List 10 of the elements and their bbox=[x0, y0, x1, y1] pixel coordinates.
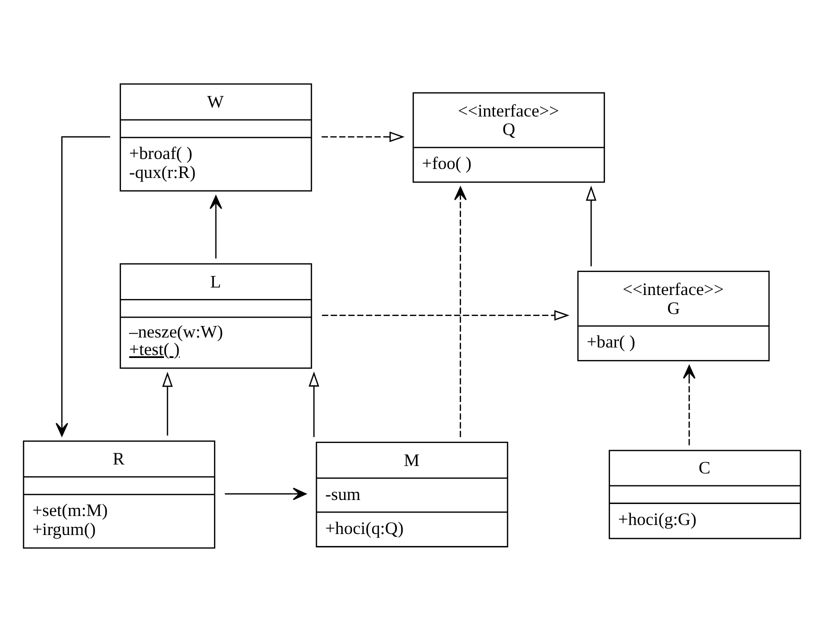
arrow bbox=[56, 136, 110, 436]
arrow bbox=[162, 372, 173, 436]
arrow bbox=[586, 186, 596, 266]
arrow bbox=[682, 365, 696, 446]
arrow bbox=[224, 488, 307, 500]
arrow bbox=[454, 186, 467, 438]
arrow bbox=[308, 371, 320, 438]
arrow bbox=[322, 132, 405, 142]
arrow bbox=[210, 195, 222, 259]
arrow bbox=[322, 310, 570, 321]
